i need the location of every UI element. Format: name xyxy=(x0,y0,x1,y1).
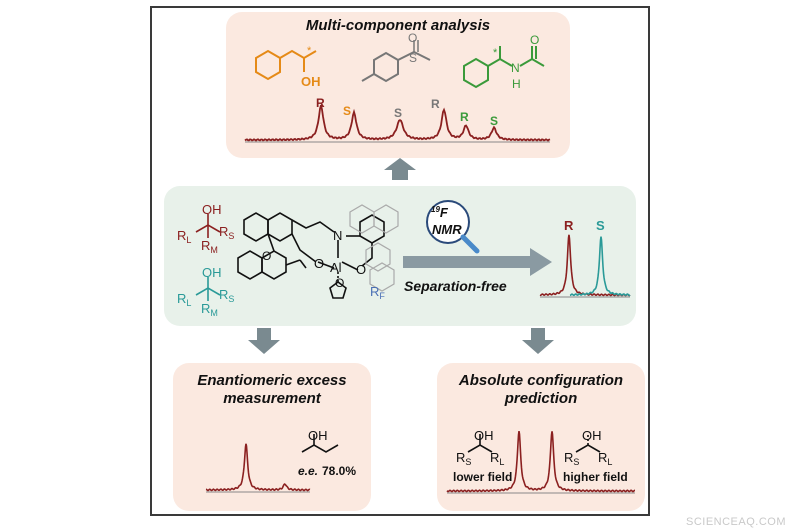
gray-o-label: O xyxy=(408,31,417,45)
magnifier-icon xyxy=(426,200,470,244)
green-chiral-star: * xyxy=(493,47,498,59)
rf-label: RF xyxy=(370,284,385,301)
mid-spectrum-r-trace xyxy=(539,234,631,297)
abs-config-title-line2: prediction xyxy=(504,390,578,407)
nitrogen-label: N xyxy=(333,228,342,243)
br-nmr-spectrum xyxy=(446,430,635,493)
br-right-rl-label: RL xyxy=(598,450,612,467)
watermark: SCIENCEAQ.COM xyxy=(685,516,786,528)
green-o-label: O xyxy=(530,33,539,47)
mid-peak-s-label: S xyxy=(596,218,605,233)
gray-s-label: S xyxy=(409,51,417,65)
green-n-label: N xyxy=(511,61,520,75)
teal-rl-label: RL xyxy=(177,291,191,308)
top-peak-label-4: R xyxy=(431,97,440,111)
higher-field-label: higher field xyxy=(563,470,628,484)
teal-substrate-structure xyxy=(195,277,221,301)
teal-oh-label: OH xyxy=(202,265,222,280)
br-right-rs-label: RS xyxy=(564,450,579,467)
down-arrow-right xyxy=(522,328,554,354)
ee-measurement-panel xyxy=(173,363,371,511)
br-left-oh-label: OH xyxy=(474,428,494,443)
oxygen-right-label: O xyxy=(356,262,366,277)
oxygen-left-label: O xyxy=(314,256,324,271)
red-rl-label: RL xyxy=(177,228,191,245)
absolute-configuration-panel xyxy=(437,363,645,511)
top-peak-label-1: R xyxy=(316,96,325,110)
green-amide-molecule xyxy=(463,46,545,89)
top-peak-label-2: S xyxy=(343,104,351,118)
orange-chiral-star: * xyxy=(307,45,312,57)
ee-title-line1: Enantiomeric excess xyxy=(197,372,347,389)
nmr-text-label: NMR xyxy=(432,222,462,237)
ee-label: e.e. xyxy=(298,464,318,478)
top-peak-label-5: R xyxy=(460,110,469,124)
separation-arrow xyxy=(403,248,552,276)
top-peak-label-6: S xyxy=(490,114,498,128)
green-h-label: H xyxy=(512,77,521,91)
top-nmr-spectrum xyxy=(244,104,551,142)
down-arrow-left xyxy=(248,328,280,354)
ee-title: Enantiomeric excess measurement xyxy=(173,372,371,408)
aluminum-complex-structure xyxy=(237,212,385,299)
red-rm-label: RM xyxy=(201,238,218,255)
orange-alcohol-molecule xyxy=(255,49,317,81)
red-substrate-structure xyxy=(195,214,221,238)
mid-peak-r-label: R xyxy=(564,218,574,233)
mid-spectrum-s-trace xyxy=(569,236,631,297)
br-left-rs-label: RS xyxy=(456,450,471,467)
red-oh-label: OH xyxy=(202,202,222,217)
separation-free-label: Separation-free xyxy=(404,278,507,294)
bl-molecule-structure xyxy=(301,434,339,453)
br-right-oh-label: OH xyxy=(582,428,602,443)
bl-oh-label: OH xyxy=(308,428,328,443)
multi-component-panel xyxy=(226,12,570,158)
lower-field-label: lower field xyxy=(453,470,512,484)
up-arrow xyxy=(384,158,416,180)
oxygen-thf-label: O xyxy=(335,276,344,290)
abs-config-title: Absolute configuration prediction xyxy=(437,372,645,408)
bl-nmr-spectrum xyxy=(205,443,311,492)
aluminum-label: Al xyxy=(330,260,342,275)
ee-title-line2: measurement xyxy=(223,390,321,407)
nmr-19f-label: 19F xyxy=(431,205,449,220)
br-left-rl-label: RL xyxy=(490,450,504,467)
ee-value: 78.0% xyxy=(322,464,356,478)
gray-sulfoxide-molecule xyxy=(361,40,431,83)
orange-oh-label: OH xyxy=(301,74,321,89)
oxygen-biaryl-label: O xyxy=(262,249,271,263)
br-left-molecule xyxy=(467,434,493,453)
abs-config-title-line1: Absolute configuration xyxy=(458,372,624,389)
magnifier-handle xyxy=(460,234,480,254)
gray-background-rings xyxy=(349,204,399,292)
teal-rs-label: RS xyxy=(219,287,234,304)
multi-component-title: Multi-component analysis xyxy=(305,17,491,34)
teal-rm-label: RM xyxy=(201,301,218,318)
red-rs-label: RS xyxy=(219,224,234,241)
top-peak-label-3: S xyxy=(394,106,402,120)
br-right-molecule xyxy=(575,434,601,453)
